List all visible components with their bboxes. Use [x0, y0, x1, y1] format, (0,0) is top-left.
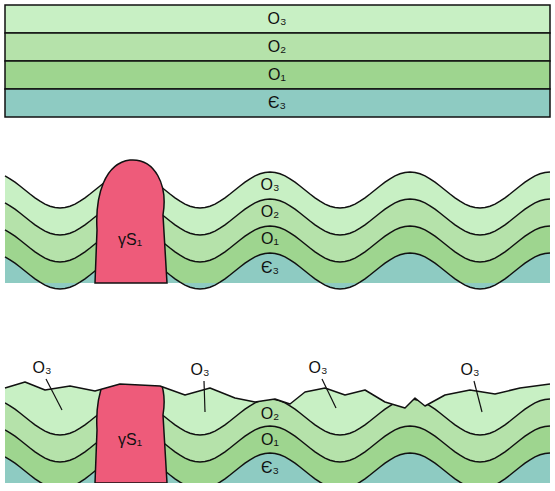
- leader-line: [474, 381, 482, 412]
- stratum-label: O₂: [261, 204, 280, 220]
- leader-line: [46, 379, 62, 410]
- intrusion-label: γS₁: [118, 232, 142, 248]
- eroded-strata: [5, 283, 550, 489]
- stratum-boundary: [5, 453, 550, 489]
- stratum-label: O₁: [268, 67, 286, 83]
- stratum-label: O₂: [261, 406, 280, 422]
- stratum-fill: [5, 283, 550, 483]
- granite-intrusion: [95, 360, 167, 483]
- stratum-label: O₃: [268, 11, 287, 27]
- stratum-label: O₁: [261, 231, 279, 247]
- stratum-boundary: [5, 199, 550, 235]
- stratum-fill: [5, 399, 550, 483]
- stratum-label: Є₃: [268, 95, 286, 111]
- stratum-band: [5, 89, 550, 117]
- stratum-band: [5, 5, 550, 33]
- callout-label: O₃: [33, 360, 52, 376]
- leader-line: [322, 379, 336, 408]
- callout-label: O₃: [461, 362, 480, 378]
- stratum-label: Є₃: [261, 260, 279, 276]
- erosion-surface: [5, 382, 550, 408]
- intrusion-label: γS₁: [118, 432, 142, 448]
- callout-label: O₃: [309, 360, 328, 376]
- stratum-boundary: [5, 226, 550, 262]
- stratum-fill: [5, 199, 550, 283]
- stratum-label: O₁: [261, 432, 279, 448]
- stratum-label: O₂: [268, 39, 287, 55]
- stratum-boundary: [5, 426, 550, 462]
- leader-line: [204, 381, 205, 412]
- folded-strata: [5, 160, 550, 289]
- stratum-band: [5, 33, 550, 61]
- stratum-fill: [5, 453, 550, 489]
- stratum-boundary: [5, 253, 550, 289]
- granite-intrusion: [95, 160, 167, 283]
- stratum-fill: [5, 172, 550, 283]
- callout-label: O₃: [191, 362, 210, 378]
- stratum-label: Є₃: [261, 460, 279, 476]
- stratum-fill: [5, 253, 550, 289]
- stratum-boundary: [5, 172, 550, 208]
- horizontal-strata: [5, 5, 550, 117]
- stratum-band: [5, 61, 550, 89]
- stratum-boundary: [5, 399, 550, 435]
- stratum-label: O₃: [261, 177, 280, 193]
